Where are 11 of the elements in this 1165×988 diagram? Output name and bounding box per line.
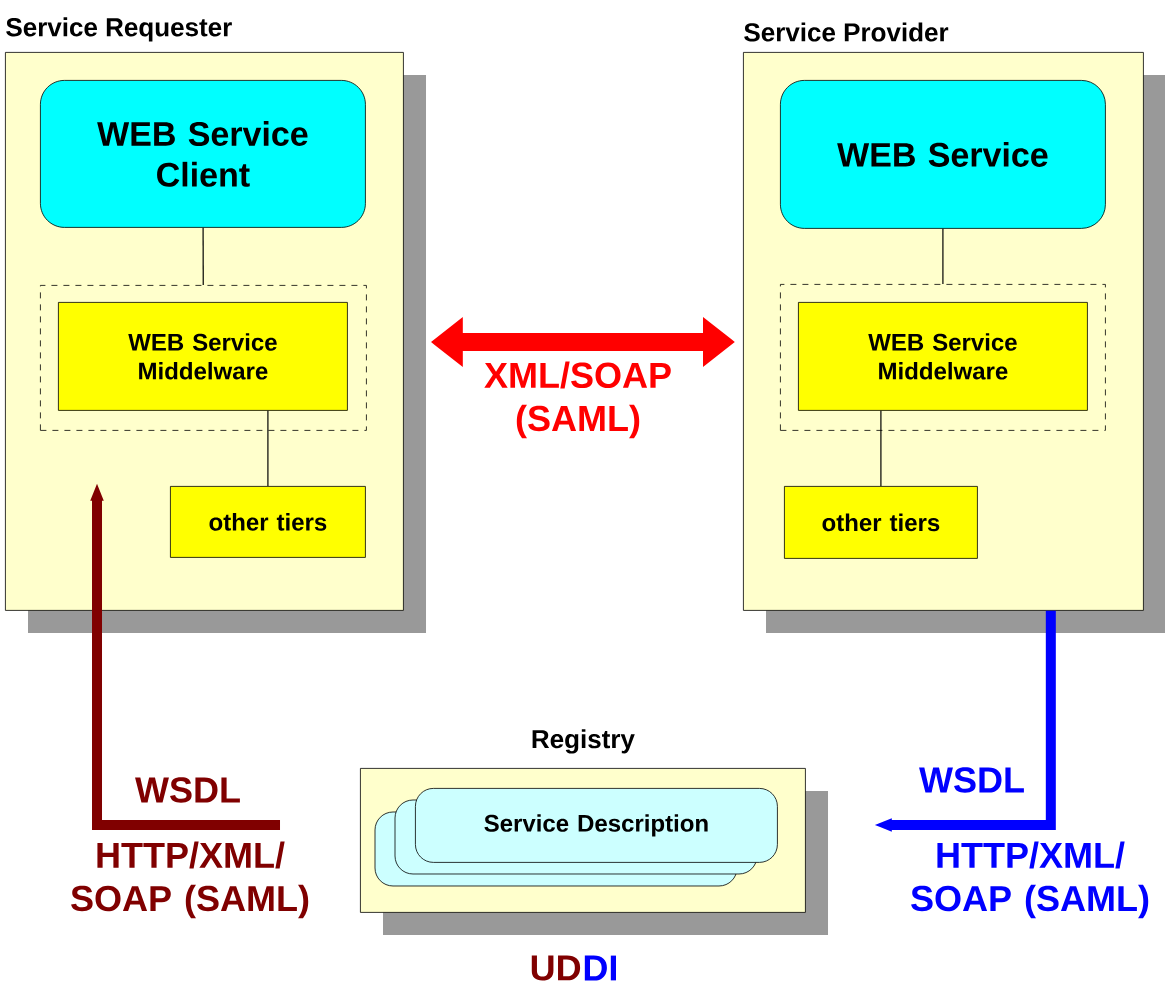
protocol-label: HTTP/XML/ SOAP (SAML) — [911, 841, 1149, 919]
edge-label: WSDL — [135, 777, 240, 803]
protocol-label: HTTP/XML/ SOAP (SAML) — [71, 841, 309, 919]
panel-heading: Registry — [532, 729, 635, 754]
description-card: Service Description — [374, 788, 778, 887]
edge-label: WSDL — [919, 767, 1024, 793]
protocol-label: UD — [531, 955, 581, 981]
edge-label: XML/SOAP (SAML) — [484, 361, 671, 439]
panel-heading: Service Requester — [6, 17, 232, 42]
protocol-label: DI — [584, 955, 616, 981]
panel-heading: Service Provider — [744, 22, 949, 42]
